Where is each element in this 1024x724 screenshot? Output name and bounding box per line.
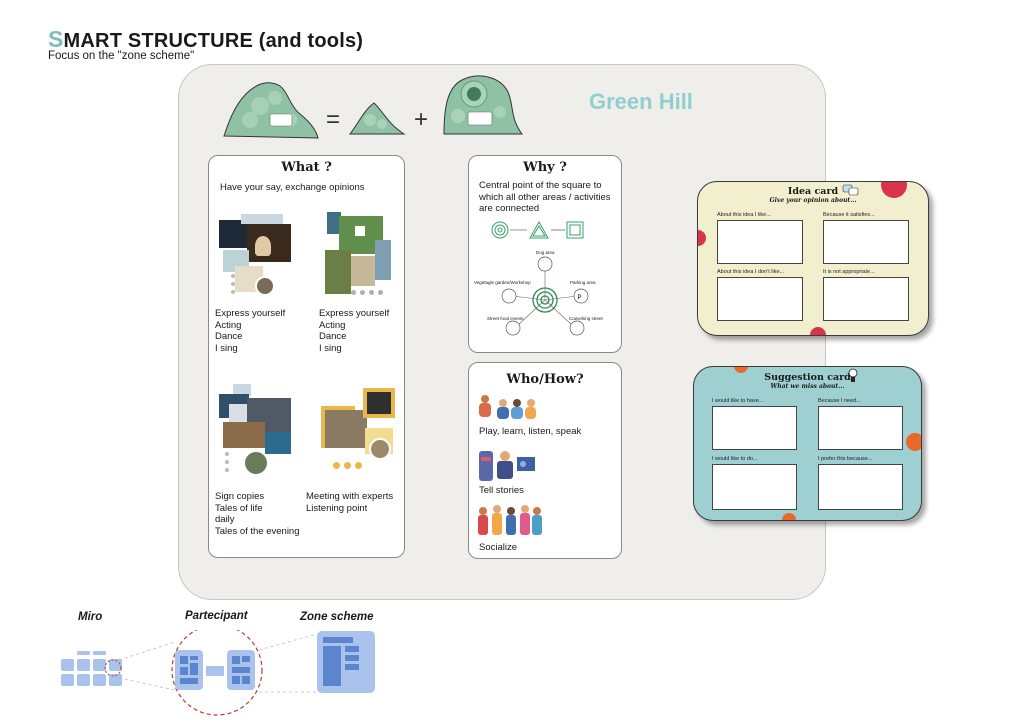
miro-board-grid	[61, 651, 122, 686]
lightbulb-icon	[848, 368, 858, 382]
hill-center-icon	[443, 75, 523, 135]
idea-card-dot	[810, 327, 826, 335]
what-intro: Have your say, exchange opinions	[220, 182, 365, 193]
socialize-icon	[478, 505, 542, 535]
suggestion-box-have[interactable]	[712, 406, 797, 450]
workflow-diagram	[61, 630, 375, 716]
idea-card: Idea card Give your opinion about... Abo…	[697, 181, 929, 336]
suggestion-label-do: I would like to do...	[712, 456, 758, 462]
storytelling-icon	[479, 451, 535, 481]
idea-card-title: Idea card	[787, 186, 839, 197]
idea-label-dislike: About this idea I don't like...	[717, 269, 785, 275]
idea-label-like: About this idea I like...	[717, 212, 771, 218]
people-learning-icon	[479, 395, 536, 419]
idea-card-dot	[698, 230, 706, 246]
who-item-2: Tell stories	[479, 485, 524, 496]
idea-label-not-appropriate: It is not appropriate...	[823, 269, 875, 275]
suggestion-card-title: Suggestion card	[764, 372, 851, 383]
diagram-label-food: Street food events	[487, 316, 524, 321]
suggestion-label-have: I would like to have...	[712, 398, 764, 404]
suggestion-card-subtitle: What we miss about...	[770, 383, 845, 390]
idea-box-like[interactable]	[717, 220, 803, 264]
idea-card-subtitle: Give your opinion about...	[769, 197, 857, 204]
who-panel: Who/How? Play, learn, listen, speak Tell…	[468, 362, 622, 559]
idea-box-satisfies[interactable]	[823, 220, 909, 264]
idea-label-satisfies: Because it satisfies...	[823, 212, 875, 218]
who-title: Who/How?	[506, 372, 584, 387]
collage-meeting	[317, 382, 397, 474]
why-connection-diagram: P	[491, 220, 589, 336]
plus-sign: +	[414, 106, 429, 133]
suggestion-card-dot	[734, 367, 748, 373]
equals-sign: =	[326, 106, 341, 133]
suggestion-card: Suggestion card What we miss about... I …	[693, 366, 922, 521]
hill-shape-icon	[348, 102, 406, 135]
speech-bubble-icon	[842, 184, 859, 196]
idea-card-dot	[881, 182, 907, 198]
idea-box-dislike[interactable]	[717, 277, 803, 321]
diagram-label-garden: Vegetagle garden/Workshop	[474, 280, 531, 285]
suggestion-box-do[interactable]	[712, 464, 797, 510]
page-title: SMART STRUCTURE (and tools)	[48, 26, 364, 52]
suggestion-card-dot	[906, 433, 921, 451]
who-item-3: Socialize	[479, 542, 518, 553]
diagram-label-dog: Dog area	[536, 250, 555, 255]
page-subtitle: Focus on the "zone scheme"	[48, 50, 195, 62]
zone-scheme-label: Zone scheme	[300, 611, 374, 623]
collage-outdoor	[321, 210, 397, 300]
idea-box-not-appropriate[interactable]	[823, 277, 909, 321]
miro-label: Miro	[78, 611, 103, 623]
what-title: What ?	[281, 160, 332, 175]
green-hill-full-icon	[223, 82, 319, 139]
collage-books	[217, 384, 293, 476]
zone-name: Green Hill	[589, 89, 693, 114]
suggestion-label-need: Because I need...	[818, 398, 861, 404]
what-panel: What ? Have your say, exchange opinions …	[208, 155, 405, 558]
diagram-label-parking: Parking area	[570, 280, 596, 285]
suggestion-card-dot	[782, 513, 796, 520]
partecipant-label: Partecipant	[185, 610, 248, 622]
collage-performance	[219, 214, 291, 298]
suggestion-box-prefer[interactable]	[818, 464, 903, 510]
suggestion-label-prefer: I prefer this because...	[818, 456, 873, 462]
suggestion-box-need[interactable]	[818, 406, 903, 450]
who-item-1: Play, learn, listen, speak	[479, 426, 582, 437]
diagram-label-coworking: Coworking street	[569, 316, 603, 321]
why-title: Why ?	[523, 160, 567, 175]
parking-p-glyph: P	[578, 295, 582, 301]
